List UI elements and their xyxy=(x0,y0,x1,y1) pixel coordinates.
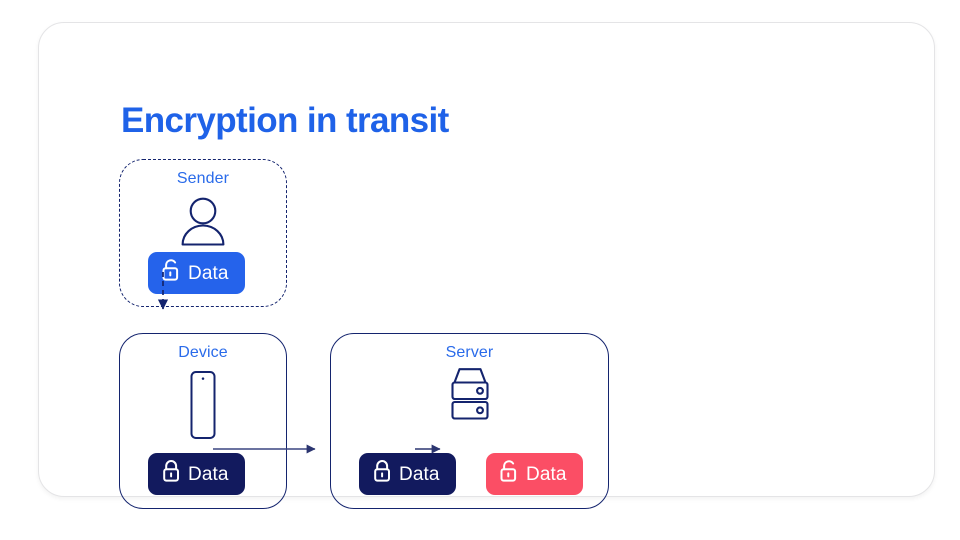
pill-device-data-label: Data xyxy=(188,463,229,485)
lock-closed-icon xyxy=(372,459,392,489)
group-sender: Sender Data xyxy=(119,159,287,307)
page-title: Encryption in transit xyxy=(121,101,449,140)
group-device: Device Data xyxy=(119,333,287,509)
group-device-label: Device xyxy=(178,344,228,361)
diagram-card: Encryption in transit Sender Data xyxy=(38,22,935,509)
pill-sender-data: Data xyxy=(148,252,245,294)
server-icon xyxy=(331,366,608,430)
group-server-label: Server xyxy=(445,344,494,361)
group-server: Server Data xyxy=(330,333,609,509)
person-icon xyxy=(120,196,286,248)
group-sender-label: Sender xyxy=(176,170,230,187)
pill-server-data-unlocked-label: Data xyxy=(526,463,567,485)
pill-server-data-locked-label: Data xyxy=(399,463,440,485)
lock-open-icon xyxy=(499,459,519,489)
phone-icon xyxy=(120,370,286,442)
lock-open-icon xyxy=(161,258,181,288)
pill-device-data: Data xyxy=(148,453,245,495)
pill-server-data-locked: Data xyxy=(359,453,456,495)
pill-server-data-unlocked: Data xyxy=(486,453,583,495)
lock-closed-icon xyxy=(161,459,181,489)
pill-sender-data-label: Data xyxy=(188,262,229,284)
